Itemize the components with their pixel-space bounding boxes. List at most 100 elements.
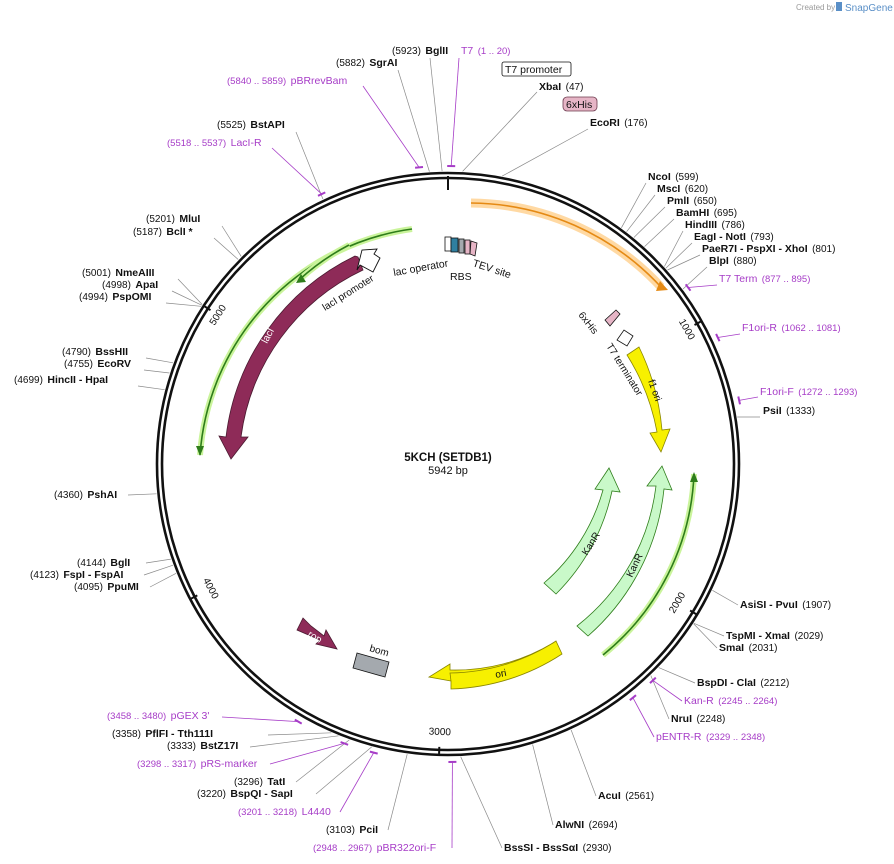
enzyme-label-ecori: EcoRI (176) xyxy=(590,113,648,130)
enzyme-name-xbai: XbaI xyxy=(539,81,561,93)
enzyme-label-paer7i: PaeR7I - PspXI - XhoI (801) xyxy=(702,239,835,256)
enzyme-pos-mlui: (5201) xyxy=(146,214,175,225)
enzyme-label-bstapi: (5525) BstAPI xyxy=(217,115,285,132)
primer-name-l4440: L4440 xyxy=(302,806,331,818)
orf-arrow xyxy=(470,202,662,288)
primer-mark-prs-marker xyxy=(340,741,349,746)
primer-leader-f1ori-f xyxy=(739,396,759,401)
enzyme-pos-msci: (620) xyxy=(685,184,708,195)
leader-hindiii xyxy=(664,230,684,267)
primer-name-pentr-r: pENTR-R xyxy=(656,731,702,743)
leader-fspi xyxy=(143,564,174,576)
primer-leader-prs-marker xyxy=(269,743,345,765)
enzyme-pos-nmeaiii: (5001) xyxy=(82,268,111,279)
enzyme-pos-ppumi: (4095) xyxy=(74,582,103,593)
kanr-inner-arrow xyxy=(543,467,621,595)
primer-pos-f1ori-f: (1272 .. 1293) xyxy=(798,387,857,398)
leader-bspdi xyxy=(658,667,696,684)
enzyme-pos-tati: (3296) xyxy=(234,777,263,788)
bom-box xyxy=(352,652,390,678)
enzyme-label-bstz17i: (3333) BstZ17I xyxy=(167,736,238,753)
enzyme-name-bspdi: BspDI - ClaI xyxy=(697,677,756,689)
primer-pos-pentr-r: (2329 .. 2348) xyxy=(706,732,765,743)
6xhis-top-label: 6xHis xyxy=(566,99,592,111)
primer-leader-t7 xyxy=(450,57,460,167)
enzyme-pos-fspi: (4123) xyxy=(30,570,59,581)
primer-name-t7term: T7 Term xyxy=(719,273,758,285)
kanr-line-right xyxy=(601,473,697,658)
ruler-tick-5000 xyxy=(204,305,212,312)
enzyme-pos-apai: (4998) xyxy=(102,280,131,291)
primer-name-t7: T7 xyxy=(461,45,473,57)
primer-label-pbrrevbam: (5840 .. 5859) pBRrevBam xyxy=(227,71,347,88)
primer-mark-l4440 xyxy=(369,750,378,755)
leader-ncoi xyxy=(621,182,647,228)
laci-line-inner-head xyxy=(296,274,306,283)
enzyme-name-ppumi: PpuMI xyxy=(107,581,139,593)
primer-mark-pbrrevbam xyxy=(414,166,424,169)
leader-asisi xyxy=(712,589,739,606)
enzyme-name-hincii: HincII - HpaI xyxy=(47,374,108,386)
laci-line-left-head xyxy=(196,446,204,456)
enzyme-pos-pcii: (3103) xyxy=(326,825,355,836)
laci-line-left-core xyxy=(199,228,413,456)
leader-pshai xyxy=(127,493,157,496)
primer-name-pbrrevbam: pBRrevBam xyxy=(291,75,348,87)
leader-bcli xyxy=(213,237,239,260)
enzyme-name-smai: SmaI xyxy=(719,642,744,654)
primer-label-t7: T7 (1 .. 20) xyxy=(461,41,510,58)
enzyme-pos-ecorv: (4755) xyxy=(64,359,93,370)
t7-promoter-box: T7 promoter xyxy=(501,61,572,77)
enzyme-pos-nrui: (2248) xyxy=(696,714,725,725)
leader-lines xyxy=(127,57,760,849)
ruler-label-4000: 4000 xyxy=(200,576,220,601)
enzyme-name-bspqi: BspQI - SapI xyxy=(230,788,293,800)
leader-bgli xyxy=(145,558,171,564)
enzyme-name-blpi: BlpI xyxy=(709,255,729,267)
enzyme-label-sgrai: (5882) SgrAI xyxy=(336,53,397,70)
enzyme-label-bamhi: BamHI (695) xyxy=(676,203,737,220)
enzyme-label-nmeaiii: (5001) NmeAIII xyxy=(82,263,155,280)
primer-pos-pbrrevbam: (5840 .. 5859) xyxy=(227,76,286,87)
t7-terminator-arrow xyxy=(616,329,634,347)
ruler-tick-4000 xyxy=(190,594,198,600)
enzyme-name-eagi: EagI - NotI xyxy=(694,231,746,243)
ruler-tick-1000 xyxy=(694,320,702,326)
leader-pspomi xyxy=(165,302,202,307)
primer-label-f1ori-r: F1ori-R (1062 .. 1081) xyxy=(742,318,841,335)
primer-label-pbr322ori-f: (2948 .. 2967) pBR322ori-F xyxy=(313,838,436,855)
primer-mark-pgex3 xyxy=(294,718,303,725)
enzyme-pos-acui: (2561) xyxy=(625,791,654,802)
enzyme-pos-bamhi: (695) xyxy=(714,208,737,219)
leader-bglii xyxy=(429,57,443,172)
leader-tspmi xyxy=(693,622,725,637)
enzyme-pos-hindiii: (786) xyxy=(722,220,745,231)
primer-mark-f1ori-f xyxy=(737,396,741,405)
primer-name-kan-r: Kan-R xyxy=(684,695,714,707)
primer-mark-pentr-r xyxy=(629,694,637,701)
enzyme-label-acui: AcuI (2561) xyxy=(598,786,654,803)
snapgene-brand: SnapGene xyxy=(845,3,893,14)
primer-name-prs-marker: pRS-marker xyxy=(201,758,258,770)
primer-label-pentr-r: pENTR-R (2329 .. 2348) xyxy=(656,727,765,744)
primer-mark-f1ori-r xyxy=(715,333,721,342)
enzyme-name-psii: PsiI xyxy=(763,405,782,417)
leader-pcii xyxy=(387,754,408,831)
leader-hincii xyxy=(137,385,165,391)
ruler-label-2000: 2000 xyxy=(667,590,688,615)
leader-pflfi xyxy=(267,732,332,736)
enzyme-label-fspi: (4123) FspI - FspAI xyxy=(30,565,124,582)
enzyme-label-alwni: AlwNI (2694) xyxy=(555,815,618,832)
orf-arrow-head xyxy=(656,281,668,291)
enzyme-pos-ecori: (176) xyxy=(624,118,647,129)
enzyme-label-pmli: PmlI (650) xyxy=(667,191,717,208)
leader-sgrai xyxy=(397,69,430,172)
enzyme-name-ecorv: EcoRV xyxy=(97,358,131,370)
enzyme-label-blpi: BlpI (880) xyxy=(709,251,757,268)
primer-mark-kan-r xyxy=(649,676,657,684)
enzyme-name-acui: AcuI xyxy=(598,790,621,802)
primer-leader-laci-r xyxy=(271,147,322,195)
enzyme-label-pflfi: (3358) PflFI - Tth111I xyxy=(112,724,213,741)
enzyme-name-bcli: BclI * xyxy=(166,226,193,238)
